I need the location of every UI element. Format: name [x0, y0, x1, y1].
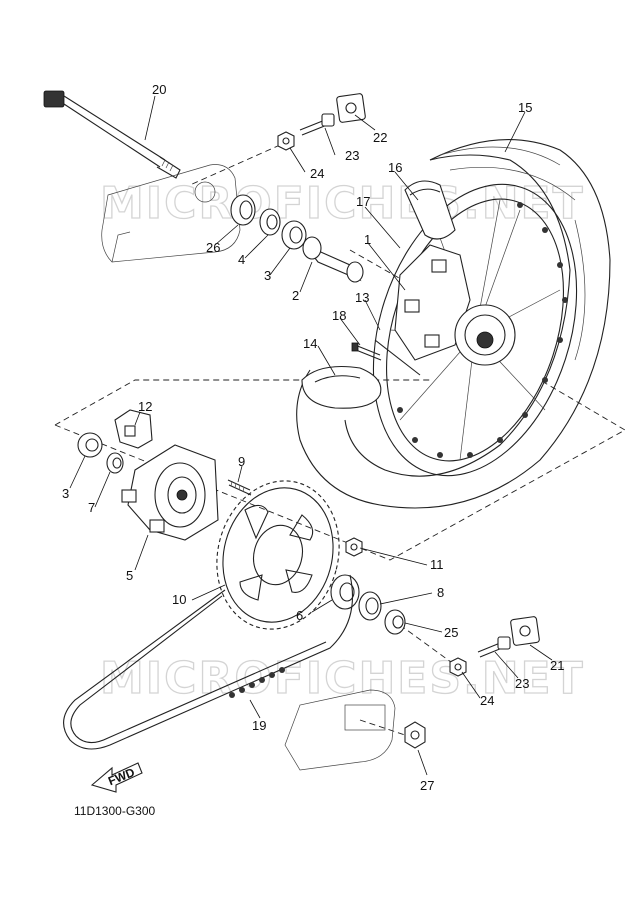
callout-22: 22	[373, 130, 387, 145]
assembly-guide-lines	[54, 144, 626, 741]
right-bearing-seal-collar	[330, 574, 406, 635]
callout-14: 14	[303, 336, 317, 351]
callout-7: 7	[88, 500, 95, 515]
callout-2: 2	[292, 288, 299, 303]
sprocket-nut	[345, 537, 363, 557]
callout-13: 13	[355, 290, 369, 305]
callout-12: 12	[138, 399, 152, 414]
callout-26: 26	[206, 240, 220, 255]
sprocket-damper-bracket	[114, 409, 153, 449]
callout-5: 5	[126, 568, 133, 583]
rear-hub	[394, 244, 516, 366]
spoke-nipples	[397, 202, 568, 458]
stud-bolt	[227, 479, 252, 496]
adjuster-lower	[449, 616, 540, 677]
callout-23-upper: 23	[345, 148, 359, 163]
sprocket-hub	[121, 444, 219, 541]
swingarm-lower-outline	[284, 689, 396, 771]
callout-16: 16	[388, 160, 402, 175]
callout-3-upper: 3	[264, 268, 271, 283]
callout-4: 4	[238, 252, 245, 267]
watermark-bottom: MICROFICHES.NET	[100, 653, 585, 704]
diagram-code: 11D1300-G300	[74, 804, 155, 818]
forward-arrow-icon: FWD	[90, 762, 143, 793]
rim-band	[404, 180, 456, 240]
rear-sprocket	[216, 480, 340, 630]
callout-9: 9	[238, 454, 245, 469]
callout-10: 10	[172, 592, 186, 607]
callout-24-upper: 24	[310, 166, 324, 181]
hub-collar-and-bearings	[230, 194, 364, 283]
callout-20: 20	[152, 82, 166, 97]
callout-1: 1	[364, 232, 371, 247]
valve-and-rimlock	[351, 339, 421, 376]
left-bearing-and-collar	[77, 432, 124, 474]
callout-18: 18	[332, 308, 346, 323]
rear-tire	[296, 139, 611, 509]
adjuster-upper	[277, 93, 366, 151]
inner-tube	[301, 365, 382, 409]
callout-3-lower: 3	[62, 486, 69, 501]
drive-chain	[63, 574, 353, 750]
callout-17: 17	[356, 194, 370, 209]
axle-nut	[404, 721, 426, 749]
callout-numbers: 20 22 23 24 15 16 17 1 2 3 4 26 13 18 14…	[62, 82, 532, 607]
swingarm-upper-outline	[101, 164, 241, 263]
callout-15: 15	[518, 100, 532, 115]
rear-axle	[43, 90, 181, 179]
watermark-top: MICROFICHES.NET	[100, 178, 585, 229]
callout-leader-lines	[69, 95, 553, 776]
